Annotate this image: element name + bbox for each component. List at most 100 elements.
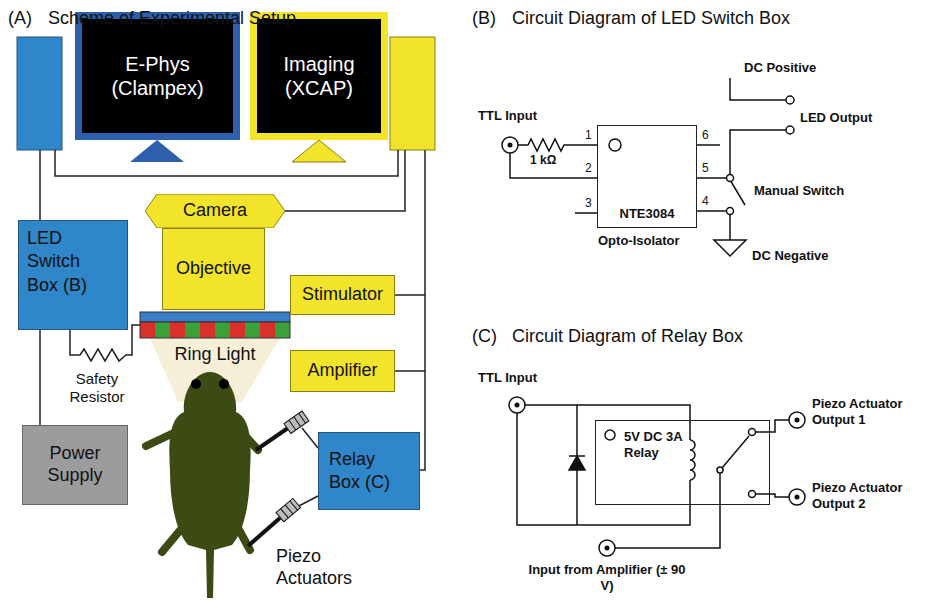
wire xyxy=(615,473,720,548)
bnc-pin xyxy=(515,403,520,408)
bnc-connector xyxy=(509,397,525,413)
component-value: 1 kΩ xyxy=(530,153,556,167)
instrument-box: Stimulator xyxy=(290,275,395,315)
actuator-grip xyxy=(276,498,301,521)
camera-block: Camera xyxy=(145,194,285,228)
signal-name: Input from Amplifier (± 90 V) xyxy=(527,562,687,593)
relay-contact xyxy=(749,491,756,498)
diode-symbol xyxy=(569,456,585,470)
node-label: Ring Light xyxy=(140,344,290,365)
pin1-marker xyxy=(605,430,615,440)
terminal xyxy=(786,126,794,134)
bnc-pin xyxy=(795,418,800,423)
mouse-ear xyxy=(191,379,201,389)
connector-pins xyxy=(508,143,800,551)
wire xyxy=(697,177,727,179)
actuator-rod xyxy=(256,428,288,450)
actuator-grip-lines xyxy=(281,501,298,518)
bnc-connector xyxy=(789,489,805,505)
signal-name: TTL Input xyxy=(478,370,537,385)
signal-name: TTL Input xyxy=(478,108,537,123)
wire xyxy=(395,370,425,372)
pin-stub xyxy=(697,144,720,146)
pin-number: 2 xyxy=(585,161,592,175)
wire xyxy=(697,210,727,212)
switch-blade xyxy=(731,182,745,206)
relay-component: 5V DC 3A Relay xyxy=(595,420,770,505)
switch-contact xyxy=(727,208,734,215)
resistor-wire xyxy=(70,325,140,361)
wire xyxy=(730,78,786,100)
wire xyxy=(55,150,398,176)
wire xyxy=(730,130,786,175)
node-label: LED Switch Box (B) xyxy=(27,227,113,297)
ring-light-housing xyxy=(140,312,290,322)
signal-name: Piezo Actuator Output 2 xyxy=(812,480,932,511)
bnc-pin xyxy=(795,495,800,500)
actuator-rod xyxy=(248,518,280,546)
ring-light-leds xyxy=(140,322,290,338)
terminal xyxy=(786,96,794,104)
hexagon-shape xyxy=(145,194,285,228)
instrument-box: Amplifier xyxy=(290,350,395,392)
relay-box: Relay Box (C) xyxy=(318,432,420,510)
imaging-computer xyxy=(390,37,435,150)
wire xyxy=(756,420,790,432)
actuator-grip xyxy=(284,411,309,433)
panel-letter: (C) xyxy=(472,326,497,347)
signal-name: DC Negative xyxy=(752,248,829,263)
pin-number: 5 xyxy=(702,161,709,175)
panel-letter: (B) xyxy=(472,8,496,29)
relay-schematic xyxy=(509,397,805,556)
wire xyxy=(756,494,790,497)
pin-number: 4 xyxy=(702,194,709,208)
pin-stub xyxy=(575,212,597,214)
node-caption: Opto-Isolator xyxy=(598,233,680,248)
wire xyxy=(39,330,41,425)
node-label: Imaging (XCAP) xyxy=(257,52,381,100)
panel-letter: (A) xyxy=(8,8,32,29)
ephys-computer xyxy=(17,37,62,150)
part-label: Safety Resistor xyxy=(52,370,142,406)
piezo-actuators xyxy=(248,411,309,546)
mouse-body xyxy=(169,372,250,598)
relay-coil xyxy=(690,440,695,480)
node-label: Objective xyxy=(176,258,251,280)
power-supply-box: Power Supply xyxy=(22,425,128,505)
ring-light: Ring Light xyxy=(140,312,290,338)
objective-block: Objective xyxy=(162,228,265,310)
pin-number: 1 xyxy=(585,128,592,142)
node-label: Amplifier xyxy=(307,360,377,382)
wire xyxy=(729,215,731,241)
mouse-ear xyxy=(219,379,229,389)
node-label: 5V DC 3A Relay xyxy=(624,429,686,460)
bnc-pin xyxy=(605,546,610,551)
bnc-pin xyxy=(508,143,513,148)
switch-box: LED Switch Box (B) xyxy=(18,220,128,330)
monitor-stand xyxy=(130,140,184,162)
bnc-connector xyxy=(502,137,518,153)
pin-number: 6 xyxy=(702,128,709,142)
relay-contact xyxy=(749,429,756,436)
node-label: Stimulator xyxy=(302,284,383,306)
wire xyxy=(510,153,597,178)
wire xyxy=(285,150,405,211)
wire xyxy=(420,150,425,470)
panel-title: Circuit Diagram of Relay Box xyxy=(512,326,743,347)
actuator-cable xyxy=(302,428,318,448)
wire xyxy=(517,413,690,525)
ground-symbol xyxy=(714,240,746,256)
node-label: E-Phys (Clampex) xyxy=(82,52,233,100)
diode-bar xyxy=(569,455,585,457)
node-label: NTE3084 xyxy=(598,206,696,221)
bnc-connector xyxy=(789,412,805,428)
pin-number: 3 xyxy=(585,196,592,210)
signal-name: LED Output xyxy=(800,110,872,125)
pin1-marker xyxy=(609,139,621,151)
monitor-screen: E-Phys (Clampex) xyxy=(75,12,240,140)
relay-arm xyxy=(722,436,749,468)
node-label: Power Supply xyxy=(29,443,121,486)
monitor-stand xyxy=(292,140,346,162)
part-label: Piezo Actuators xyxy=(276,546,376,589)
